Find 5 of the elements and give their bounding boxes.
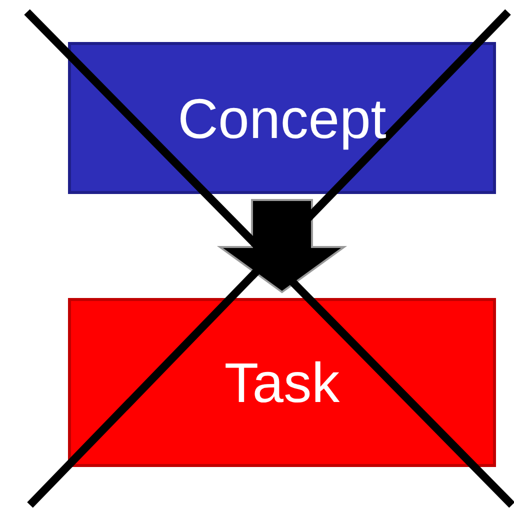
block-arrow (216, 199, 348, 294)
box-label: Concept (178, 86, 386, 150)
concept-box (68, 42, 496, 194)
task-box (68, 298, 496, 467)
box-label: Task (224, 350, 340, 415)
